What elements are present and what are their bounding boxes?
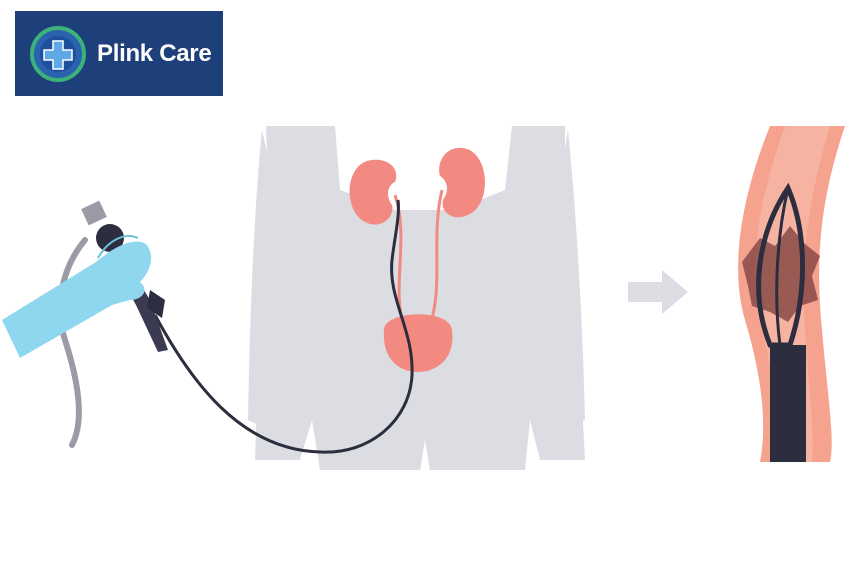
scope-cable (153, 199, 414, 454)
brand-logo: Plink Care (15, 11, 223, 96)
kidney-icon (349, 147, 486, 225)
glove-icon (2, 235, 152, 358)
light-cable (57, 237, 88, 448)
bladder-icon (383, 314, 453, 372)
arrow-right-icon (628, 270, 688, 314)
brand-name: Plink Care (97, 39, 212, 67)
body-silhouette (248, 126, 585, 470)
stone-basket-icon (738, 126, 845, 462)
medical-cross-icon (30, 25, 86, 82)
